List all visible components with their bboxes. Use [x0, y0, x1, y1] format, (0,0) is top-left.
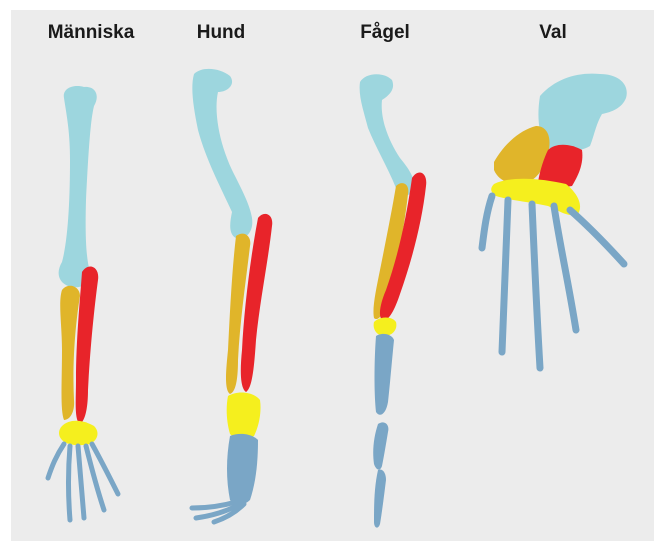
- bird-carpals: [374, 318, 397, 337]
- dog-carpals: [227, 393, 261, 439]
- bird-carpometacarpus: [375, 334, 395, 415]
- dog-toes: [192, 502, 244, 522]
- dog-metacarpals: [227, 434, 258, 505]
- bird-digit-proximal: [373, 422, 388, 469]
- bird-digit-distal: [374, 469, 386, 527]
- bird-humerus: [360, 74, 415, 195]
- dog-forelimb: [192, 69, 272, 522]
- whale-humerus: [538, 74, 626, 152]
- dog-humerus: [192, 69, 252, 238]
- human-humerus: [59, 86, 97, 287]
- whale-digits: [482, 196, 624, 368]
- bird-forelimb: [360, 74, 427, 527]
- human-forelimb: [48, 86, 118, 520]
- human-hand: [48, 444, 118, 520]
- human-ulna: [76, 266, 99, 424]
- whale-forelimb: [482, 74, 627, 368]
